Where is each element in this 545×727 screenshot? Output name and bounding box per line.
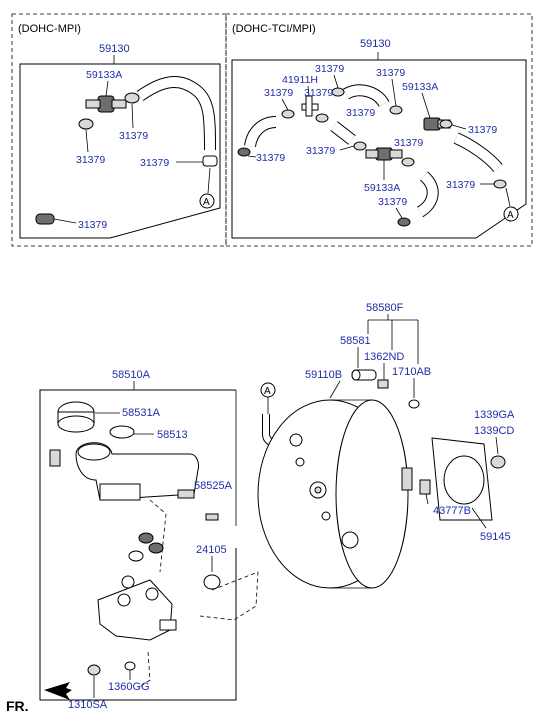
mpi-clamp-d-label: 31379: [78, 219, 107, 231]
tci-clamp-2: [315, 113, 329, 123]
mpi-section-title: (DOHC-MPI): [18, 23, 81, 35]
mpi-clamp-a-label: 31379: [76, 154, 105, 166]
reservoir-grommets: [128, 532, 164, 562]
tci-ref-circle: [503, 206, 519, 222]
check-valve-43777b: [419, 479, 431, 495]
tci-clamp-8: [401, 157, 415, 167]
tci-section-title: (DOHC-TCI/MPI): [232, 23, 316, 35]
reservoir-strainer: [109, 425, 135, 439]
mpi-clamp-d: [35, 213, 55, 225]
bottom-nut: [87, 664, 101, 676]
tci-hose-left: [244, 116, 277, 148]
tci-clamp-3-label: 31379: [304, 87, 333, 99]
mpi-clamp-b-label: 31379: [119, 130, 148, 142]
front-arrow-icon: [44, 682, 72, 700]
booster-mount-nut: [490, 455, 506, 469]
bolt-label: 58525A: [194, 480, 233, 492]
tci-hose-top: [343, 84, 390, 108]
tci-clamp-9: [397, 217, 411, 227]
cap-label: 58531A: [122, 407, 161, 419]
mpi-hose-left: [39, 123, 81, 211]
booster-gasket: [431, 437, 493, 521]
mpi-valve-label: 59133A: [86, 69, 122, 81]
tci-hose-kit-box: [231, 59, 527, 239]
pin-label: 58581: [340, 335, 371, 347]
check-valve-label: 43777B: [433, 505, 471, 517]
rod-kit-label: 58580F: [366, 302, 404, 314]
bottom-washer: [124, 661, 136, 671]
mpi-hose-right: [136, 76, 216, 151]
tci-clamp-6-label: 31379: [468, 124, 497, 136]
mount-bolt: [177, 489, 219, 521]
tci-ref-label: A: [507, 210, 514, 221]
mpi-ref-label: A: [203, 197, 210, 208]
clevis-pin: [351, 369, 377, 381]
reservoir-side-bolt: [49, 449, 61, 467]
tci-clamp-1-label: 31379: [264, 87, 293, 99]
master-cylinder-frame: [39, 389, 237, 701]
front-label: FR.: [6, 698, 29, 714]
master-cylinder-label: 58510A: [112, 369, 151, 381]
brake-booster: [257, 399, 413, 589]
tci-clamp-5-label: 31379: [346, 107, 375, 119]
tci-clamp-4-label: 31379: [376, 67, 405, 79]
tci-clamp-10-label: 31379: [378, 196, 407, 208]
mpi-hose-kit-box: [19, 63, 221, 239]
master-cylinder-body: [97, 575, 177, 641]
tci-clamp-4: [389, 105, 403, 115]
booster-label: 59110B: [305, 369, 342, 381]
seal-label: 24105: [196, 544, 227, 556]
tci-clamp-11-label: 31379: [446, 179, 475, 191]
booster-ref-label: A: [264, 386, 271, 397]
tci-clamp-10: [493, 179, 507, 189]
tci-clamp-5: [439, 119, 453, 129]
tci-hose-right: [453, 132, 503, 173]
mpi-clamp-a: [78, 118, 94, 130]
tci-clamp-8-label: 31379: [306, 145, 335, 157]
tci-clamp-1: [281, 109, 295, 119]
washer-label: 1360GG: [108, 681, 150, 693]
mpi-ref-circle: [199, 193, 215, 209]
tci-clamp-3: [331, 87, 345, 97]
tci-valve-2: [365, 147, 403, 161]
tci-clamp-7-label: 31379: [256, 152, 285, 164]
bolt-b-label: 1339CD: [474, 425, 514, 437]
nut-label: 1362ND: [364, 351, 404, 363]
tci-hose-assembly-label: 59130: [360, 38, 391, 50]
mpi-hose-assembly-label: 59130: [99, 43, 130, 55]
reservoir-cap: [57, 401, 95, 433]
tci-clamp-9-label: 31379: [394, 137, 423, 149]
fluid-reservoir: [75, 442, 199, 501]
mpi-clamp-c-label: 31379: [140, 157, 169, 169]
tci-hose-short: [330, 121, 356, 145]
bolt-a-label: 1339GA: [474, 409, 515, 421]
tci-valve-1-label: 59133A: [402, 81, 438, 93]
clevis-nut: [377, 379, 389, 389]
mpi-check-valve: [85, 95, 127, 113]
mpi-clamp-b: [124, 92, 140, 104]
tci-section-frame: [225, 13, 533, 247]
seal-ring: [203, 574, 221, 590]
clevis-oring: [408, 399, 420, 409]
mpi-clamp-c: [202, 155, 218, 167]
nut-bottom-label: 1310SA: [68, 699, 108, 711]
gasket-label: 59145: [480, 531, 511, 543]
tci-hose-bottom: [416, 171, 439, 218]
tci-clamp-7: [353, 141, 367, 151]
tci-connector-label: 41911H: [282, 74, 318, 86]
tci-connector: [301, 95, 319, 117]
strainer-label: 58513: [157, 429, 188, 441]
tci-valve-2-label: 59133A: [364, 182, 400, 194]
oring-label: 1710AB: [392, 366, 431, 378]
tci-clamp-2-label: 31379: [315, 63, 344, 75]
tci-clamp-6: [237, 147, 251, 157]
